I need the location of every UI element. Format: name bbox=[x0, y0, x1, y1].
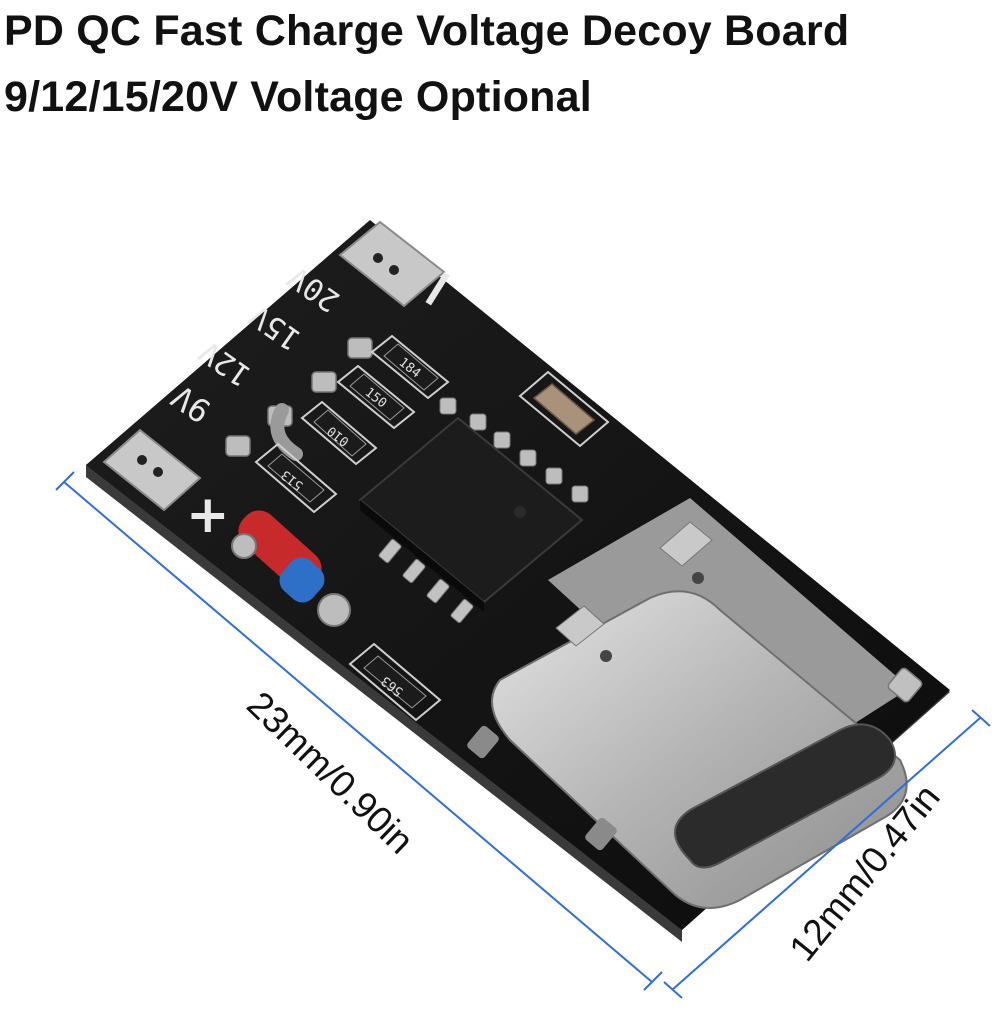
negative-pad bbox=[338, 220, 446, 308]
plus-sign: + bbox=[186, 485, 230, 545]
ic-chip bbox=[358, 416, 584, 623]
jumper-pads bbox=[225, 337, 373, 461]
positive-pad bbox=[102, 428, 202, 512]
resistor-513: 513 bbox=[254, 442, 338, 514]
usb-c-connector bbox=[467, 498, 923, 909]
diode bbox=[231, 510, 351, 627]
width-dimension-line bbox=[663, 709, 991, 999]
product-title-line-2: 9/12/15/20V Voltage Optional bbox=[4, 73, 592, 121]
smd-pads bbox=[439, 397, 589, 503]
capacitor bbox=[518, 370, 610, 448]
product-title-line-1: PD QC Fast Charge Voltage Decoy Board bbox=[4, 7, 850, 55]
length-dimension-line bbox=[55, 471, 663, 991]
